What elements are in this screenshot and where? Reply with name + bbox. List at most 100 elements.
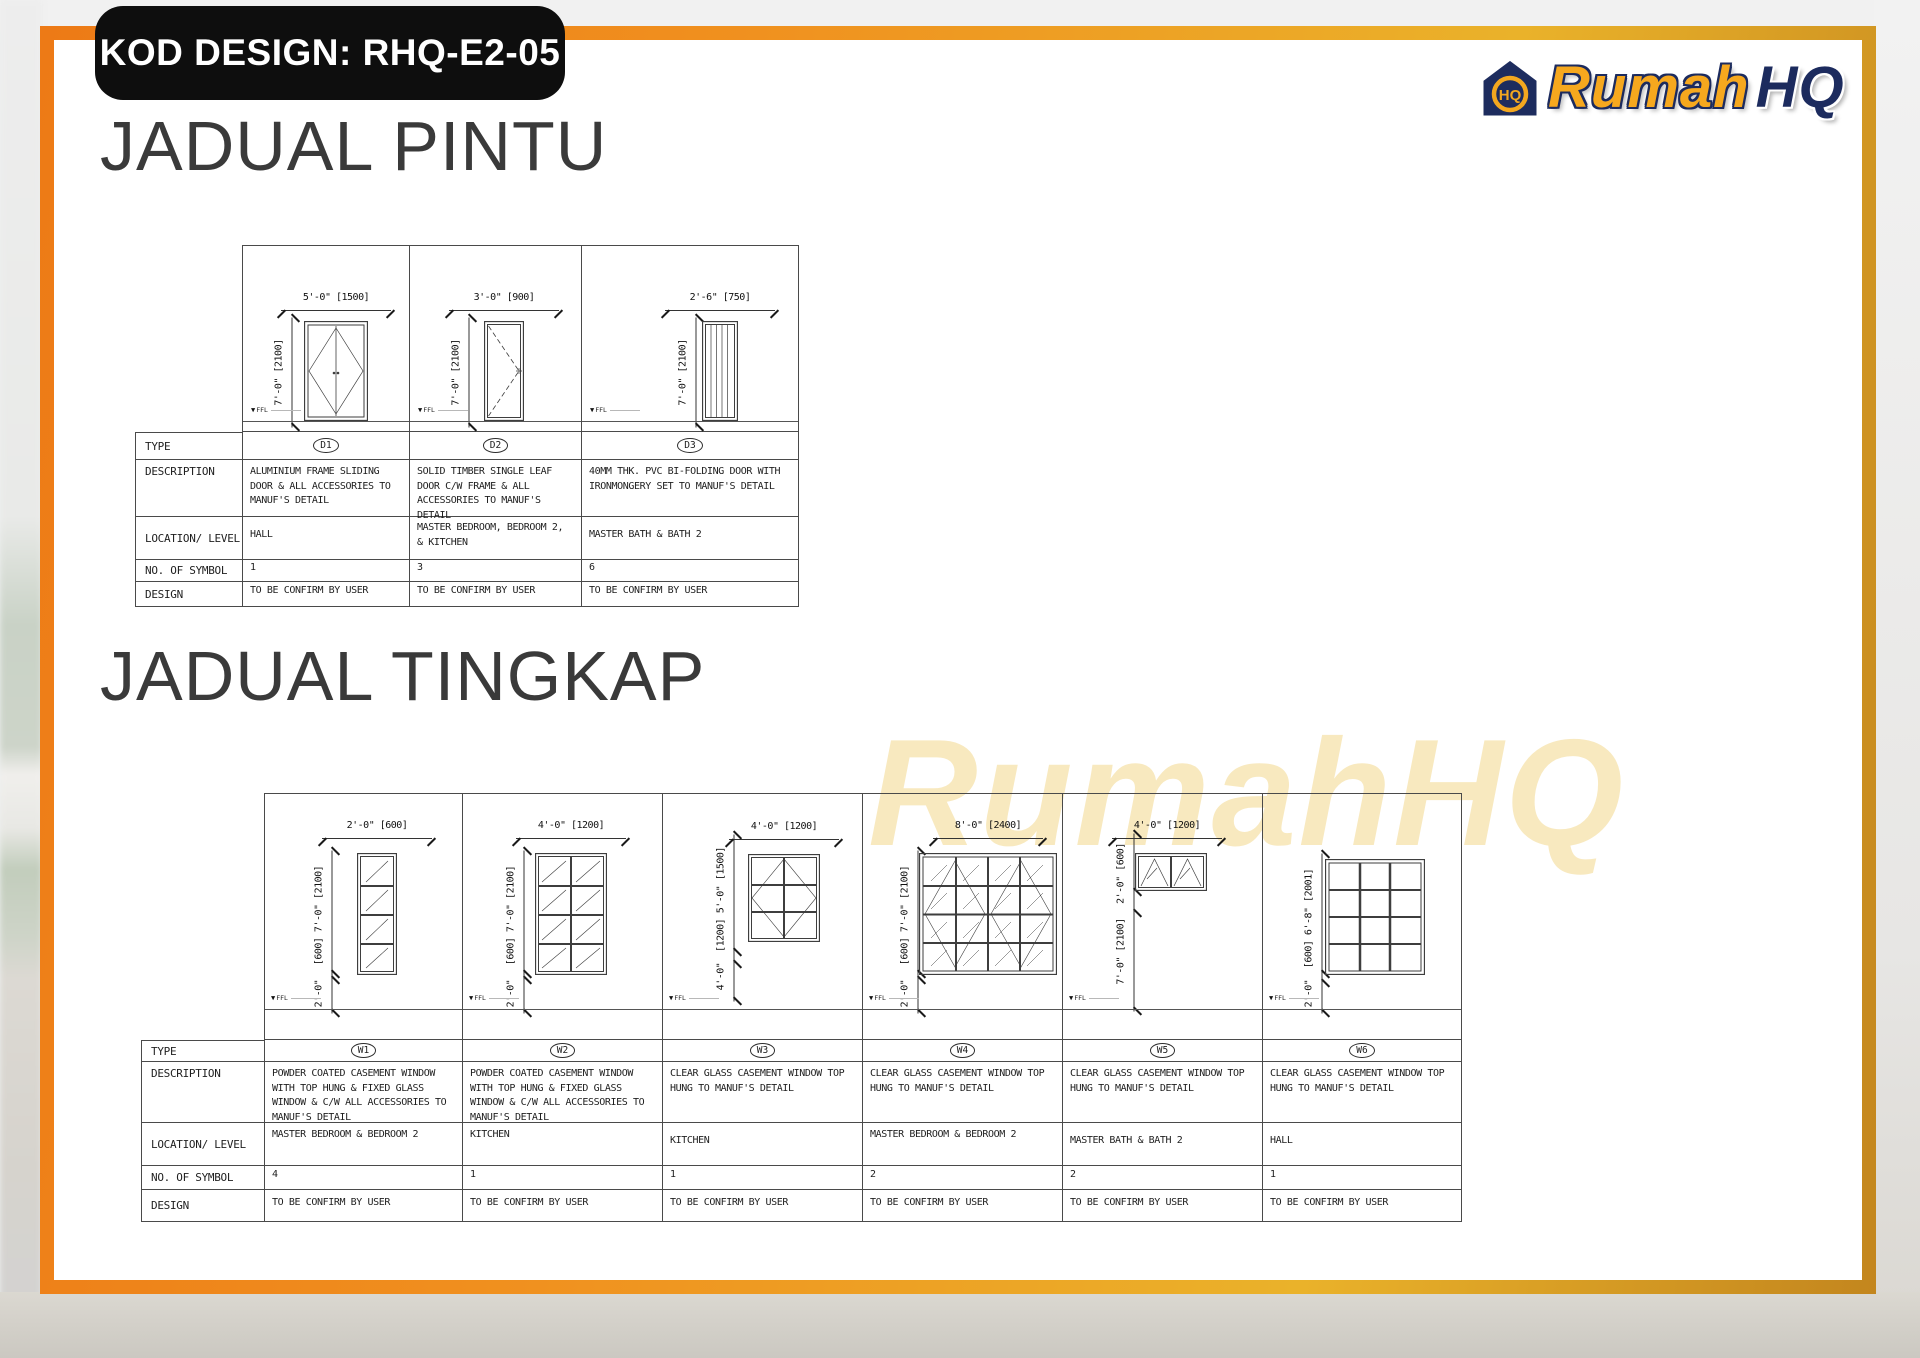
- single-leaf-door-elevation: [484, 321, 524, 421]
- door-design-cell: TO BE CONFIRM BY USER: [243, 582, 410, 607]
- casement-window-elevation: [919, 853, 1057, 975]
- door-location-cell: MASTER BATH & BATH 2: [582, 517, 799, 560]
- ground-line: [1063, 1009, 1262, 1010]
- window-description-cell: CLEAR GLASS CASEMENT WINDOW TOP HUNG TO …: [863, 1062, 1063, 1123]
- door-drawing-D1: 5'-0" [1500] 7'-0" [2100] FFL: [243, 245, 410, 432]
- row-label-symbol-count: NO. OF SYMBOL: [135, 560, 243, 582]
- w3-width-dimension: 4'-0" [1200]: [729, 821, 839, 840]
- door-count-cell: 3: [410, 560, 582, 582]
- window-location-cell: MASTER BEDROOM & BEDROOM 2: [863, 1123, 1063, 1166]
- door-d3-width-dimension: 2'-6" [750]: [665, 292, 775, 311]
- window-drawing-W6: [600] 6'-8" [2001] 2'-0" FFL: [1263, 793, 1462, 1040]
- bifold-door-elevation: [702, 321, 738, 421]
- w2-width-dimension: 4'-0" [1200]: [516, 820, 626, 839]
- ground-line: [243, 421, 409, 422]
- window-description-cell: POWDER COATED CASEMENT WINDOW WITH TOP H…: [265, 1062, 463, 1123]
- ffl-marker: FFL: [469, 994, 519, 1002]
- ffl-marker: FFL: [1069, 994, 1119, 1002]
- ffl-marker: FFL: [869, 994, 919, 1002]
- card-frame: [40, 26, 1876, 1294]
- window-schedule-title: JADUAL TINGKAP: [100, 637, 706, 715]
- window-drawing-W5: 4'-0" [1200] 2'-0" [600] 7'-0" [2100] FF…: [1063, 793, 1263, 1040]
- door-type-cell: D2: [410, 432, 582, 460]
- window-design-cell: TO BE CONFIRM BY USER: [265, 1190, 463, 1222]
- background-right-strip: [1874, 0, 1920, 1358]
- door-d3-height-dimension: 7'-0" [2100]: [677, 317, 697, 428]
- window-type-tag: W6: [1349, 1043, 1375, 1058]
- door-d1-width-dimension: 5'-0" [1500]: [281, 292, 391, 311]
- window-type-cell: W2: [463, 1040, 663, 1062]
- window-drawing-label-spacer: [141, 793, 265, 1040]
- window-design-cell: TO BE CONFIRM BY USER: [463, 1190, 663, 1222]
- w4-height-dimension: [600] 7'-0" [2100]: [899, 850, 919, 981]
- rumahhq-logo: HQ Rumah HQ: [1478, 54, 1845, 121]
- door-schedule-title: JADUAL PINTU: [100, 107, 608, 185]
- ground-line: [582, 421, 798, 422]
- window-count-cell: 1: [1263, 1166, 1462, 1190]
- row-label-symbol-count: NO. OF SYMBOL: [141, 1166, 265, 1190]
- door-type-tag: D1: [313, 438, 339, 453]
- ground-line: [663, 1009, 862, 1010]
- ffl-marker: FFL: [1269, 994, 1319, 1002]
- row-label-location: LOCATION/ LEVEL: [135, 517, 243, 560]
- ffl-marker: FFL: [669, 994, 719, 1002]
- ground-line: [863, 1009, 1062, 1010]
- door-schedule-table: 5'-0" [1500] 7'-0" [2100] FFL 3'-0" [900…: [135, 245, 799, 607]
- door-design-cell: TO BE CONFIRM BY USER: [582, 582, 799, 607]
- w4-width-dimension: 8'-0" [2400]: [933, 820, 1043, 839]
- w1-width-dimension: 2'-0" [600]: [322, 820, 432, 839]
- design-code-label: KOD DESIGN: RHQ-E2-05: [99, 32, 561, 73]
- w5-width-dimension: 4'-0" [1200]: [1112, 820, 1222, 839]
- window-design-cell: TO BE CONFIRM BY USER: [1063, 1190, 1263, 1222]
- ground-line: [410, 421, 581, 422]
- door-type-tag: D3: [677, 438, 703, 453]
- background-garden-strip: [0, 0, 42, 1358]
- ground-line: [1263, 1009, 1461, 1010]
- background-pavement: [0, 1292, 1920, 1358]
- w2-height-dimension: [600] 7'-0" [2100]: [505, 850, 525, 981]
- svg-text:HQ: HQ: [1499, 87, 1522, 104]
- window-location-cell: MASTER BEDROOM & BEDROOM 2: [265, 1123, 463, 1166]
- door-description-cell: 40MM THK. PVC BI-FOLDING DOOR WITH IRONM…: [582, 460, 799, 517]
- casement-window-elevation: [357, 853, 397, 975]
- window-location-cell: HALL: [1263, 1123, 1462, 1166]
- door-count-cell: 1: [243, 560, 410, 582]
- ffl-marker: FFL: [590, 406, 640, 414]
- ffl-marker: FFL: [251, 406, 301, 414]
- window-count-cell: 2: [863, 1166, 1063, 1190]
- logo-text-hq: HQ: [1755, 55, 1845, 120]
- door-description-cell: SOLID TIMBER SINGLE LEAF DOOR C/W FRAME …: [410, 460, 582, 521]
- window-count-cell: 4: [265, 1166, 463, 1190]
- row-label-location: LOCATION/ LEVEL: [141, 1123, 265, 1166]
- window-type-cell: W4: [863, 1040, 1063, 1062]
- window-drawing-W3: 4'-0" [1200] [1200] 5'-0" [1500] 4'-0" F…: [663, 793, 863, 1040]
- door-type-tag: D2: [482, 438, 509, 453]
- row-label-description: DESCRIPTION: [141, 1062, 265, 1123]
- ground-line: [463, 1009, 662, 1010]
- window-type-tag: W4: [949, 1043, 976, 1058]
- door-drawing-D2: 3'-0" [900] 7'-0" [2100] FFL: [410, 245, 582, 432]
- door-drawing-label-spacer: [135, 245, 243, 432]
- window-type-cell: W1: [265, 1040, 463, 1062]
- door-description-cell: ALUMINIUM FRAME SLIDING DOOR & ALL ACCES…: [243, 460, 410, 517]
- window-description-cell: CLEAR GLASS CASEMENT WINDOW TOP HUNG TO …: [1063, 1062, 1263, 1123]
- window-schedule-table: 2'-0" [600] [600] 7'-0" [2100] 2'-0" FFL…: [141, 793, 1462, 1222]
- logo-text-rumah: Rumah: [1548, 55, 1750, 120]
- ffl-marker: FFL: [418, 406, 468, 414]
- row-label-type: TYPE: [135, 432, 243, 460]
- card: [54, 40, 1862, 1280]
- window-design-cell: TO BE CONFIRM BY USER: [663, 1190, 863, 1222]
- casement-window-elevation: [748, 854, 820, 942]
- door-d2-width-dimension: 3'-0" [900]: [449, 292, 559, 311]
- window-count-cell: 2: [1063, 1166, 1263, 1190]
- row-label-type: TYPE: [141, 1040, 265, 1062]
- window-description-cell: CLEAR GLASS CASEMENT WINDOW TOP HUNG TO …: [663, 1062, 863, 1123]
- window-type-cell: W6: [1263, 1040, 1462, 1062]
- casement-window-elevation: [535, 853, 607, 975]
- w1-height-dimension: [600] 7'-0" [2100]: [313, 850, 333, 981]
- door-location-cell: MASTER BEDROOM, BEDROOM 2, & KITCHEN: [410, 517, 582, 560]
- window-location-cell: KITCHEN: [663, 1123, 863, 1166]
- window-design-cell: TO BE CONFIRM BY USER: [863, 1190, 1063, 1222]
- door-drawing-D3: 2'-6" [750] 7'-0" [2100] FFL: [582, 245, 799, 432]
- window-drawing-W2: 4'-0" [1200] [600] 7'-0" [2100] 2'-0" FF…: [463, 793, 663, 1040]
